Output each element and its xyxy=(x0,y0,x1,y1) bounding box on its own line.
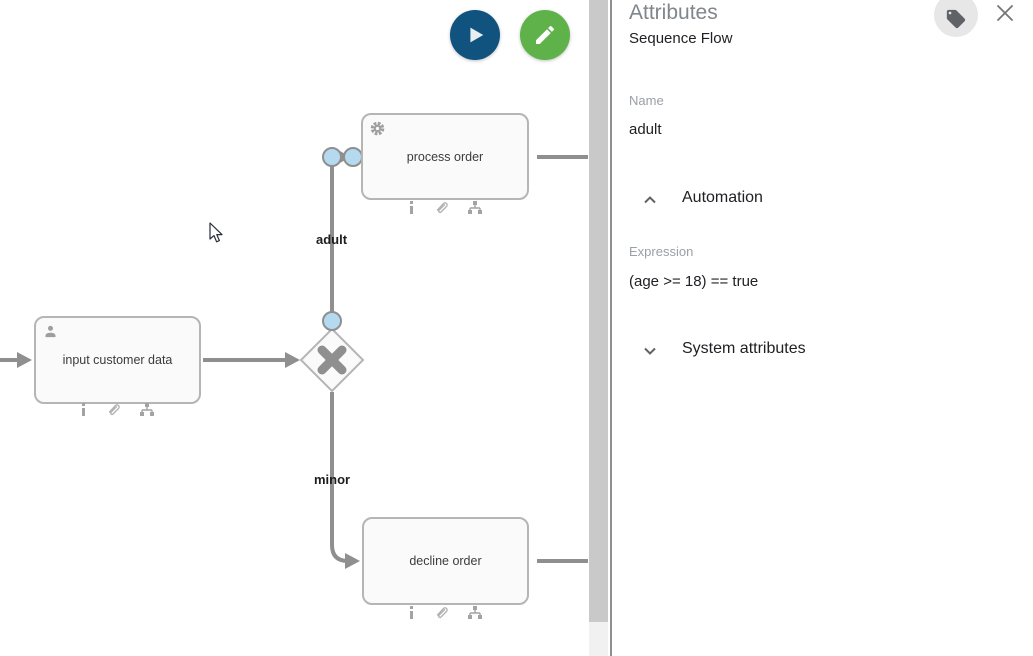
flow-start-arrow[interactable] xyxy=(0,352,32,368)
task-decline-order[interactable]: decline order xyxy=(362,517,529,605)
info-icon[interactable] xyxy=(408,606,415,619)
task-process-order[interactable]: process order xyxy=(361,113,529,200)
task-badges xyxy=(390,201,500,214)
expression-field-value[interactable]: (age >= 18) == true xyxy=(629,273,759,290)
section-system-attributes[interactable]: System attributes xyxy=(612,339,1033,363)
task-label: input customer data xyxy=(62,353,173,367)
section-automation[interactable]: Automation xyxy=(612,188,1033,212)
vertical-scrollbar-track[interactable] xyxy=(589,0,608,656)
chevron-up-icon xyxy=(644,196,656,204)
attachment-icon[interactable] xyxy=(435,606,448,619)
info-icon[interactable] xyxy=(80,403,87,416)
diagram-canvas[interactable]: input customer data process order xyxy=(0,0,588,656)
hierarchy-icon[interactable] xyxy=(468,201,482,214)
task-label: process order xyxy=(406,149,484,164)
panel-subtitle: Sequence Flow xyxy=(629,30,733,47)
info-icon[interactable] xyxy=(408,201,415,214)
chevron-down-icon xyxy=(644,347,656,355)
flow-label-adult[interactable]: adult xyxy=(316,232,348,247)
hierarchy-icon[interactable] xyxy=(468,606,482,619)
tag-icon xyxy=(946,9,966,29)
task-badges xyxy=(390,606,500,619)
task-label: decline order xyxy=(409,554,482,568)
section-label: System attributes xyxy=(682,340,806,357)
flow-label-minor[interactable]: minor xyxy=(314,472,351,487)
panel-title: Attributes xyxy=(629,1,718,24)
tag-button[interactable] xyxy=(934,0,978,37)
attachment-icon[interactable] xyxy=(435,201,448,214)
attachment-icon[interactable] xyxy=(107,403,120,416)
name-field-value[interactable]: adult xyxy=(629,121,662,138)
flow-input-to-gateway[interactable] xyxy=(203,352,300,368)
section-label: Automation xyxy=(682,189,763,206)
vertical-scrollbar-thumb[interactable] xyxy=(589,0,608,622)
diagram-connectors xyxy=(0,147,588,569)
hierarchy-icon[interactable] xyxy=(140,403,154,416)
gear-icon xyxy=(370,121,385,136)
close-icon[interactable] xyxy=(995,3,1015,23)
flow-minor[interactable] xyxy=(330,392,360,569)
name-field-label: Name xyxy=(629,93,664,108)
task-badges xyxy=(62,403,172,416)
pencil-icon xyxy=(536,25,555,44)
edit-button[interactable] xyxy=(520,10,570,60)
task-input-customer-data[interactable]: input customer data xyxy=(34,316,201,404)
exclusive-gateway[interactable] xyxy=(299,327,365,393)
play-icon xyxy=(470,27,484,43)
selection-handles[interactable] xyxy=(322,147,363,331)
play-button[interactable] xyxy=(450,10,500,60)
attributes-panel: Attributes Sequence Flow Name adult Auto… xyxy=(612,0,1033,656)
expression-field-label: Expression xyxy=(629,244,694,259)
mouse-cursor xyxy=(209,222,223,243)
user-icon xyxy=(45,325,56,338)
panel-divider xyxy=(610,0,612,656)
gateway-x-icon xyxy=(317,345,347,375)
